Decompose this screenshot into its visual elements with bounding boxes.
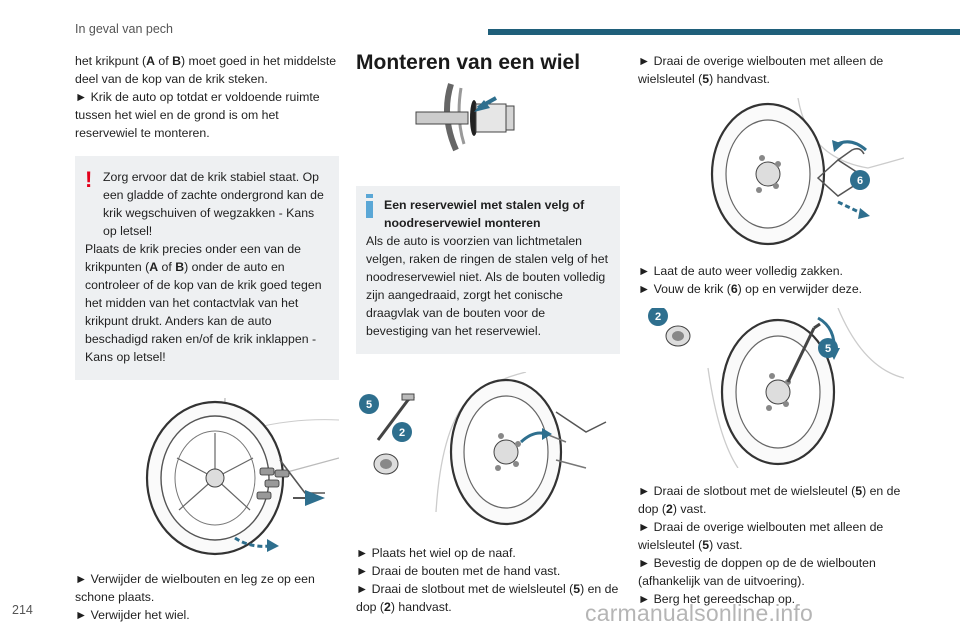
step-fit-caps: ► Bevestig de doppen op de de wielbouten… [638, 556, 876, 588]
badge-5 [818, 338, 838, 358]
illustration-remove-wheel [145, 397, 340, 556]
badge-2 [392, 422, 412, 442]
figure-remove-wheel [75, 397, 340, 558]
figure-tighten: 5 2 [638, 306, 905, 469]
badge-5 [359, 394, 379, 414]
info-box: Een reservewiel met stalen velg of noodr… [356, 186, 620, 354]
figure-lower-car: 6 [638, 97, 905, 248]
svg-text:5: 5 [366, 399, 372, 411]
step-store-tools: ► Berg het gereedschap op. [638, 592, 796, 606]
figure-mount-wheel: 5 2 [356, 371, 620, 530]
warning-box: ! Zorg ervoor dat de krik stabiel staat.… [75, 156, 339, 380]
warning-text-2: Plaats de krik precies onder een van de … [85, 242, 322, 364]
step-lower-car: ► Laat de auto weer volledig zakken. [638, 264, 843, 278]
badge-6 [850, 170, 870, 190]
illustration-tighten: 5 2 [648, 306, 905, 469]
step-lock-bolt-tight: ► Draai de slotbout met de wielsleutel (… [638, 484, 901, 516]
step-lock-bolt-hand: ► Draai de slotbout met de wielsleutel (… [356, 582, 619, 614]
section-heading: Monteren van een wiel [356, 51, 581, 74]
figure-bolt [356, 78, 620, 156]
step-raise-car: ► Krik de auto op totdat er voldoende ru… [75, 90, 320, 140]
info-icon [366, 194, 373, 218]
info-title: Een reservewiel met stalen velg of noodr… [384, 198, 585, 230]
step-other-bolts-tight: ► Draai de overige wielbouten met alleen… [638, 520, 884, 552]
column-right: ► Draai de overige wielbouten met alleen… [638, 52, 905, 608]
illustration-mount-wheel: 5 2 [359, 371, 607, 526]
svg-text:2: 2 [399, 427, 405, 439]
watermark: carmanualsonline.info [585, 600, 813, 626]
illustration-bolt-washer [415, 83, 515, 152]
svg-text:2: 2 [655, 311, 661, 323]
info-body: Als de auto is voorzien van lichtmetalen… [366, 234, 609, 338]
header-accent-bar [488, 29, 960, 35]
badge-2 [648, 306, 668, 326]
step-hand-tighten: ► Draai de bouten met de hand vast. [356, 564, 561, 578]
svg-text:6: 6 [857, 175, 863, 187]
paragraph-jack-point: het krikpunt (A of B) moet goed in het m… [75, 54, 337, 86]
chapter-title: In geval van pech [75, 22, 173, 36]
step-remove-wheel: ► Verwijder het wiel. [75, 608, 190, 622]
illustration-lower-car: 6 [710, 97, 905, 246]
warning-text-1: Zorg ervoor dat de krik stabiel staat. O… [103, 170, 324, 238]
column-left: het krikpunt (A of B) moet goed in het m… [75, 52, 340, 624]
page-number: 214 [12, 603, 33, 617]
step-remove-bolts: ► Verwijder de wielbouten en leg ze op e… [75, 572, 315, 604]
step-other-bolts-hand: ► Draai de overige wielbouten met alleen… [638, 54, 884, 86]
step-fold-jack: ► Vouw de krik (6) op en verwijder deze. [638, 282, 863, 296]
warning-icon: ! [85, 167, 93, 192]
svg-text:5: 5 [825, 343, 831, 355]
column-middle: Monteren van een wiel Een reservewiel me… [356, 52, 620, 616]
step-place-wheel: ► Plaats het wiel op de naaf. [356, 546, 516, 560]
